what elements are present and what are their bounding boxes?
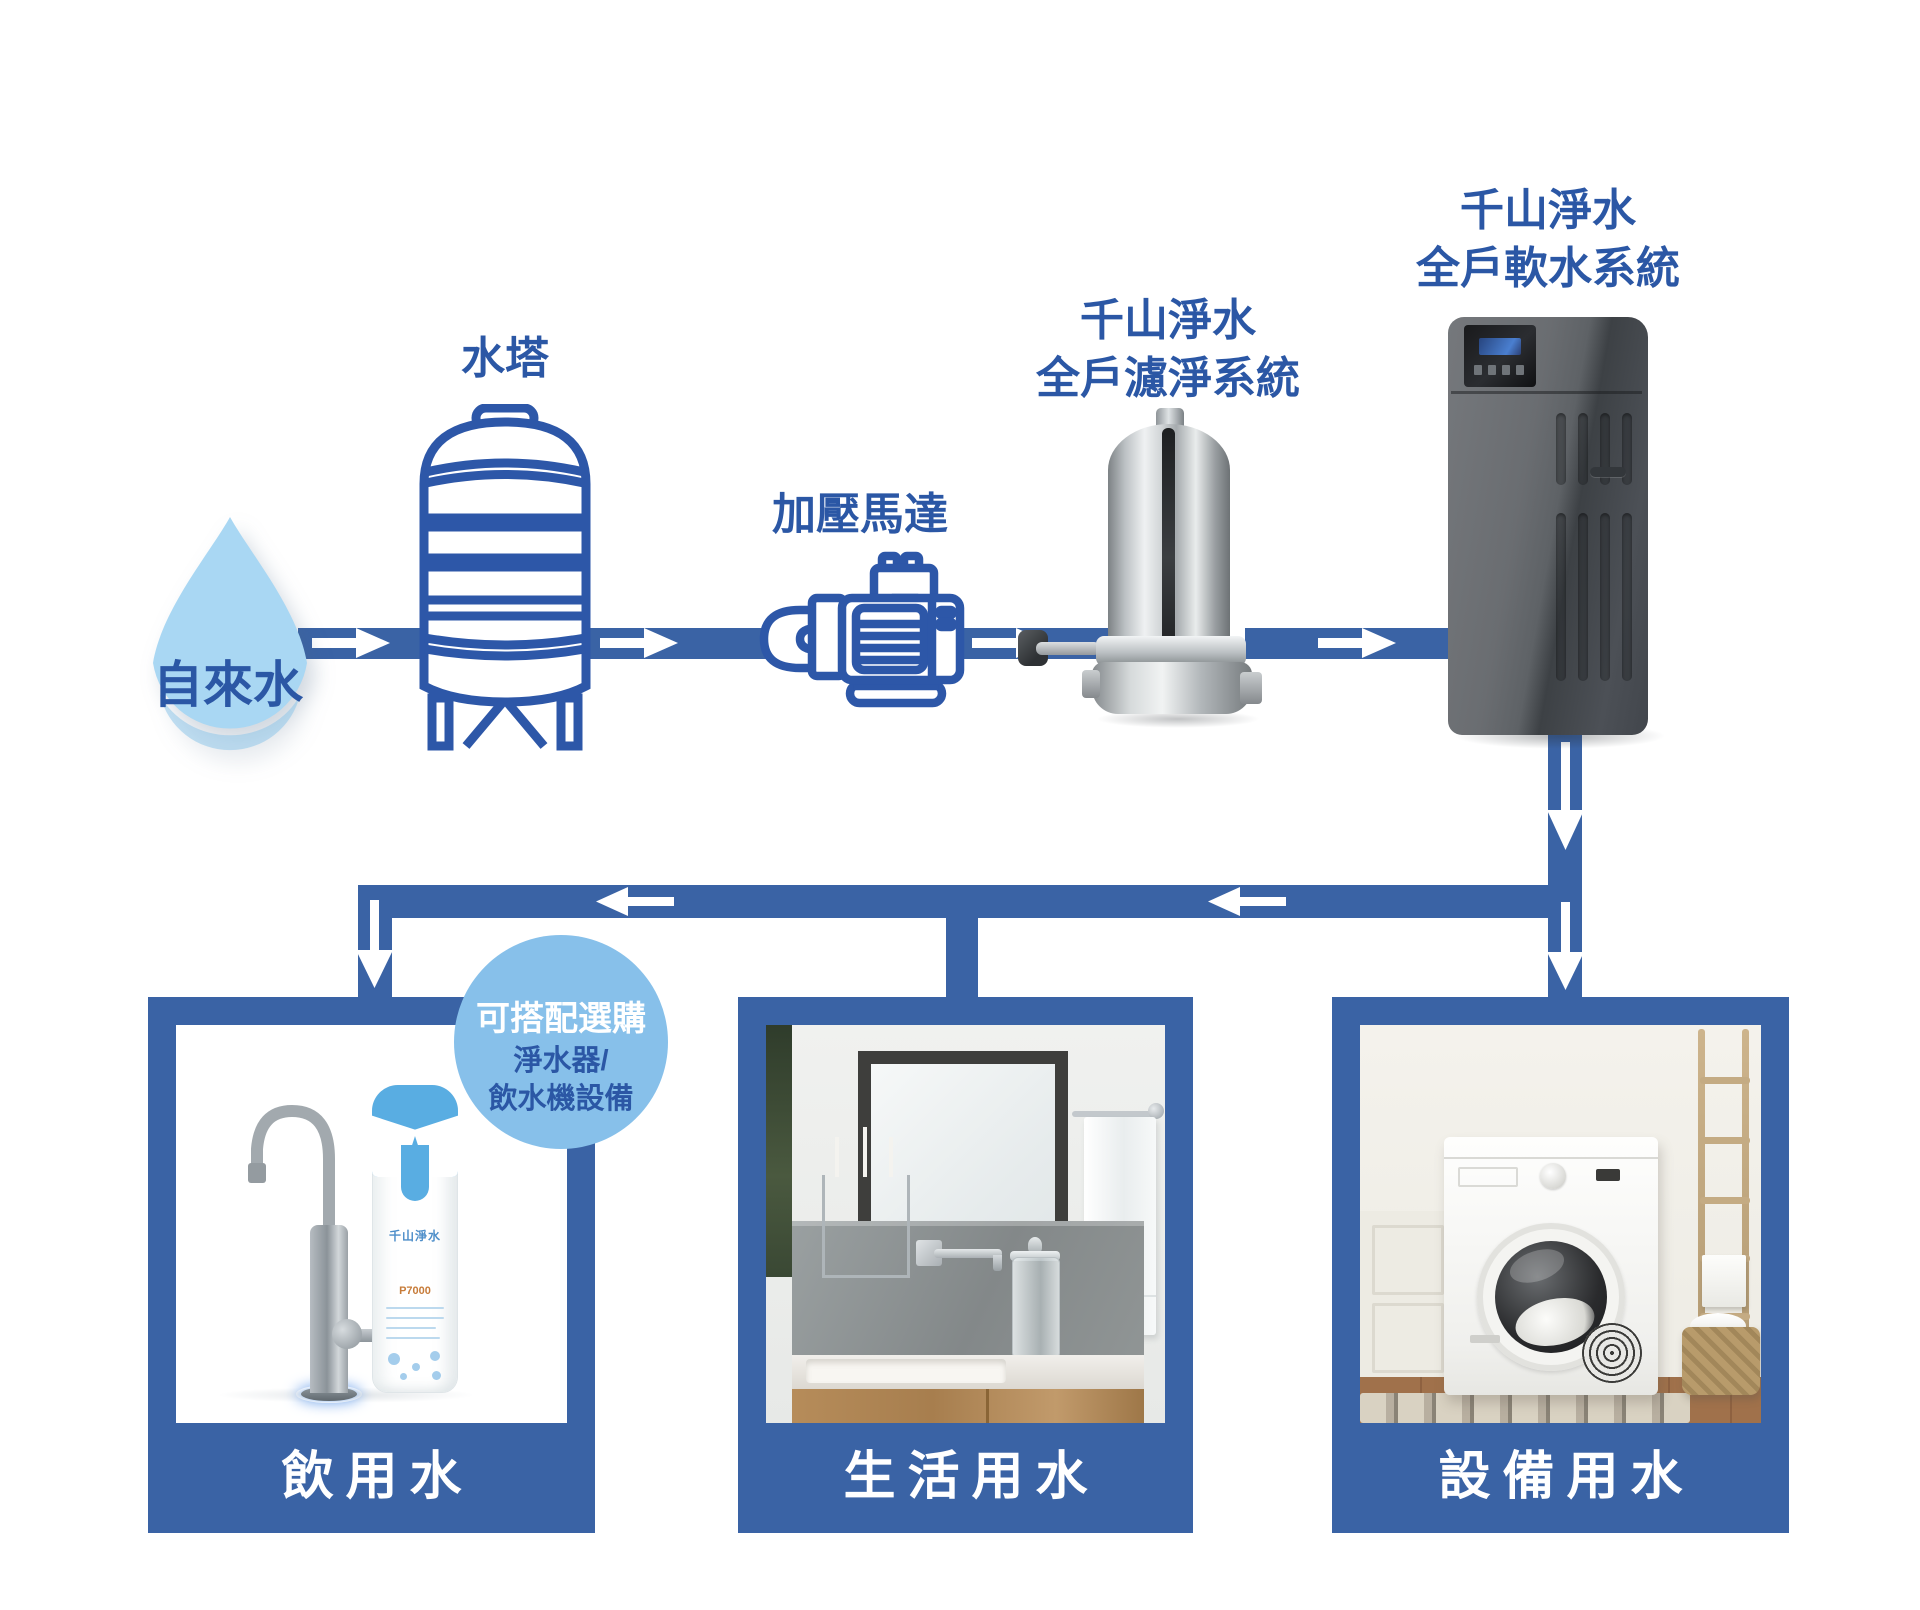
- cartridge-dot: [400, 1373, 407, 1380]
- hanging-towel: [1702, 1255, 1746, 1307]
- tank-label: 水塔: [461, 334, 549, 383]
- badge-line2: 淨水器/: [513, 1045, 609, 1077]
- softener-vent-slot: [1600, 413, 1610, 485]
- card-household-water-photo: [766, 1025, 1165, 1423]
- softener-vent-slot: [1578, 413, 1588, 485]
- cartridge-dot: [388, 1353, 400, 1365]
- softener-display: [1479, 338, 1521, 355]
- pump-label: 加壓馬達: [772, 490, 948, 539]
- badge-line1: 可搭配選購: [476, 1000, 646, 1038]
- washing-machine: [1444, 1137, 1658, 1395]
- cartridge-dot: [430, 1351, 440, 1361]
- softener-vent-slot: [1556, 413, 1566, 485]
- card-equipment-water-label: 設備用水: [1438, 1448, 1695, 1506]
- wall-faucet: [934, 1249, 1002, 1271]
- softener-vent-slot: [1600, 513, 1610, 681]
- card-equipment-water: 設備用水: [1332, 997, 1789, 1533]
- card-drinking-water: 千山淨水 P7000 飲用水: [148, 997, 595, 1533]
- washer-display: [1596, 1169, 1620, 1181]
- cartridge-model: P7000: [399, 1285, 431, 1297]
- softener-label-line2: 全戶軟水系統: [1416, 244, 1680, 293]
- plant: [766, 1025, 792, 1277]
- wicker-basket: [1682, 1327, 1760, 1395]
- filter-label: 千山淨水 全戶濾淨系統: [1018, 292, 1318, 408]
- card-household-water-label: 生活用水: [843, 1448, 1100, 1506]
- pipe-drop-household: [946, 885, 978, 998]
- filter-clamp-ring: [1096, 636, 1246, 666]
- faucet-handle-knob: [332, 1319, 362, 1349]
- cartridge-text-line: [386, 1327, 436, 1329]
- cartridge-text-line: [386, 1337, 440, 1339]
- washer-vent-grille: [1582, 1323, 1642, 1383]
- laundry-scene: [1360, 1025, 1761, 1423]
- tap-water-drop-icon: [140, 505, 320, 785]
- flow-arrow-down-icon: [1547, 742, 1584, 850]
- washer-knob: [1540, 1163, 1566, 1189]
- softener-control-panel: [1464, 325, 1536, 387]
- sink-basin: [806, 1359, 1006, 1383]
- towel-bar-mount: [1148, 1103, 1164, 1119]
- flow-arrow-down-icon: [1547, 902, 1584, 990]
- softener-vent-slot: [1622, 413, 1632, 485]
- wainscot-panel: [1360, 1211, 1456, 1381]
- washer-service-slot: [1470, 1335, 1500, 1343]
- filter-shadow: [1096, 710, 1260, 728]
- badge-line3: 飲水機設備: [488, 1083, 634, 1115]
- rug: [1360, 1393, 1690, 1423]
- wood-cabinet: [792, 1389, 1144, 1423]
- softener-handle-slot: [1590, 467, 1626, 477]
- cartridge-brand: 千山淨水: [388, 1229, 441, 1243]
- card-equipment-water-photo: [1360, 1025, 1761, 1423]
- flow-arrow-left-icon: [596, 887, 674, 916]
- card-household-water: 生活用水: [738, 997, 1193, 1533]
- bathroom-scene: [766, 1025, 1165, 1423]
- candle-holder: [822, 1127, 910, 1278]
- filter-inlet-port: [1082, 670, 1100, 698]
- jar-knob: [1028, 1237, 1042, 1253]
- pressure-pump-icon: [759, 551, 965, 708]
- flow-arrow-right-icon: [1318, 628, 1396, 658]
- filter-label-line2: 全戶濾淨系統: [1036, 354, 1300, 403]
- softener-vent-slot: [1578, 513, 1588, 681]
- filter-reflection: [1162, 428, 1175, 644]
- cartridge-text-line: [386, 1317, 444, 1319]
- cartridge-dot: [412, 1363, 420, 1371]
- card-drinking-water-label: 飲用水: [281, 1448, 474, 1506]
- flow-arrow-right-icon: [600, 628, 678, 658]
- filter-label-line1: 千山淨水: [1080, 296, 1256, 345]
- water-tank-icon: [419, 404, 591, 751]
- cartridge-dot: [432, 1371, 441, 1380]
- softener-buttons: [1474, 365, 1530, 375]
- stone-backsplash: [792, 1221, 1144, 1359]
- drinking-faucet: [204, 1077, 404, 1407]
- filter-outlet-port: [1240, 672, 1262, 704]
- softener-vent-slot: [1622, 513, 1632, 681]
- flow-arrow-right-icon: [312, 628, 390, 658]
- whole-house-filter-unit: [1018, 408, 1262, 728]
- flow-arrow-down-icon: [356, 900, 393, 988]
- faucet-gooseneck: [248, 1104, 335, 1248]
- optional-addon-badge: 可搭配選購 淨水器/ 飲水機設備: [454, 935, 668, 1149]
- filter-base-bowl: [1092, 662, 1252, 714]
- softener-lid-seam: [1451, 391, 1642, 394]
- cartridge-cap-tongue: [401, 1145, 429, 1201]
- filter-clamp-handle: [1036, 642, 1100, 655]
- softener-label-line1: 千山淨水: [1460, 186, 1636, 235]
- jar-lid: [1010, 1251, 1060, 1261]
- detergent-drawer: [1458, 1167, 1518, 1187]
- towel-bar: [1072, 1111, 1162, 1117]
- faucet-column: [310, 1225, 348, 1393]
- softener-vent-slot: [1556, 513, 1566, 681]
- flow-arrow-left-icon: [1208, 887, 1286, 916]
- source-label: 自來水: [153, 657, 303, 713]
- glass-jar: [1012, 1257, 1060, 1359]
- cartridge-text-line: [386, 1307, 444, 1309]
- filter-cartridge: 千山淨水 P7000: [372, 1085, 458, 1393]
- softener-label: 千山淨水 全戶軟水系統: [1398, 182, 1698, 298]
- water-softener-unit: [1448, 317, 1666, 749]
